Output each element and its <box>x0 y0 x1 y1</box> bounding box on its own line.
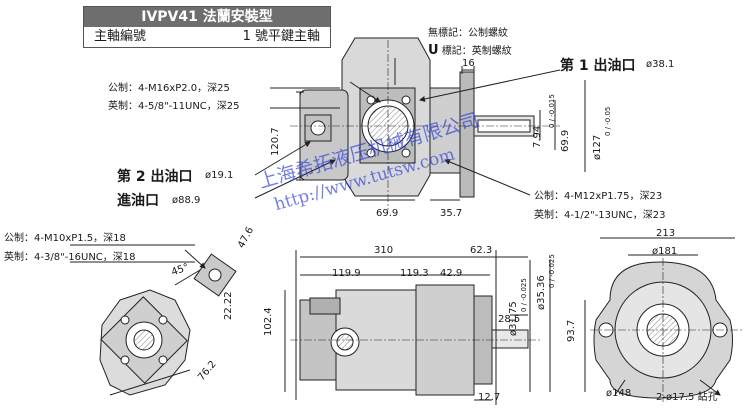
u-letter: U <box>428 43 439 58</box>
dim-7-94: 7.94 <box>532 125 543 148</box>
top-view <box>254 37 586 210</box>
tol-7-94: 0 / -0.015 <box>548 94 556 128</box>
dim-120-7: 120.7 <box>270 127 281 156</box>
dim-16: 16 <box>462 58 475 69</box>
tol-35-36: 0 / -0.025 <box>548 254 556 288</box>
right-thread-metric: 公制：4-M12xP1.75，深23 <box>534 191 663 202</box>
dim-28-5: 28.5 <box>498 314 521 325</box>
dim-42-9: 42.9 <box>440 268 463 279</box>
outlet2-label: 第 2 出油口 <box>117 169 193 185</box>
inlet-size: ø88.9 <box>172 195 201 206</box>
dim-12-7: 12.7 <box>478 392 501 403</box>
dim-213: 213 <box>656 228 676 239</box>
dim-310: 310 <box>374 245 394 256</box>
dim-31-75: ø31.75 <box>508 301 519 336</box>
dim-holes: 2-ø17.5 鉆孔 <box>656 392 718 403</box>
inlet-label: 進油口 <box>117 193 159 209</box>
left-thread-metric: 公制：4-M10xP1.5，深18 <box>4 233 126 244</box>
title-block: IVPV41 法蘭安裝型 主軸編號 1 號平鍵主軸 <box>83 6 331 48</box>
shaft-label: 主軸編號 <box>94 29 147 44</box>
outlet1-size: ø38.1 <box>646 59 675 70</box>
top-thread-metric: 公制：4-M16xP2.0，深25 <box>108 83 230 94</box>
rear-flange-view <box>590 237 742 402</box>
side-view <box>284 250 586 405</box>
dim-35-36: ø35.36 <box>536 275 547 310</box>
left-end-view <box>70 244 237 396</box>
dim-148: ø148 <box>606 388 632 399</box>
outlet2-size: ø19.1 <box>205 170 234 181</box>
left-thread-imperial: 英制：4-3/8"-16UNC，深18 <box>4 252 136 263</box>
model-title: IVPV41 法蘭安裝型 <box>84 7 330 27</box>
legend-blank-mark: 無標記：公制螺紋 <box>428 28 508 39</box>
u-mark-text: 標記：英制螺紋 <box>441 46 512 57</box>
dim-22-22: 22.22 <box>223 291 234 320</box>
dim-181: ø181 <box>652 246 678 257</box>
tol-127: 0 / -0.05 <box>604 106 612 136</box>
dim-62-3: 62.3 <box>470 245 493 256</box>
dim-93-7: 93.7 <box>566 319 577 342</box>
tol-31-75: 0 / -0.025 <box>520 278 528 312</box>
outlet1-label: 第 1 出油口 <box>560 58 636 74</box>
shaft-value: 1 號平鍵主軸 <box>242 29 320 44</box>
dim-102-4: 102.4 <box>263 307 274 336</box>
dim-69-9-right: 69.9 <box>560 129 571 152</box>
legend-u-mark: U 標記：英制螺紋 <box>428 42 512 58</box>
dim-35-7: 35.7 <box>440 208 463 219</box>
dim-127: ø127 <box>592 134 603 160</box>
dim-119-3: 119.3 <box>400 268 429 279</box>
dim-69-9-bottom: 69.9 <box>376 208 399 219</box>
dim-119-9: 119.9 <box>332 268 361 279</box>
top-thread-imperial: 英制：4-5/8"-11UNC，深25 <box>108 101 240 112</box>
right-thread-imperial: 英制：4-1/2"-13UNC，深23 <box>534 210 666 221</box>
shaft-row: 主軸編號 1 號平鍵主軸 <box>84 27 330 47</box>
